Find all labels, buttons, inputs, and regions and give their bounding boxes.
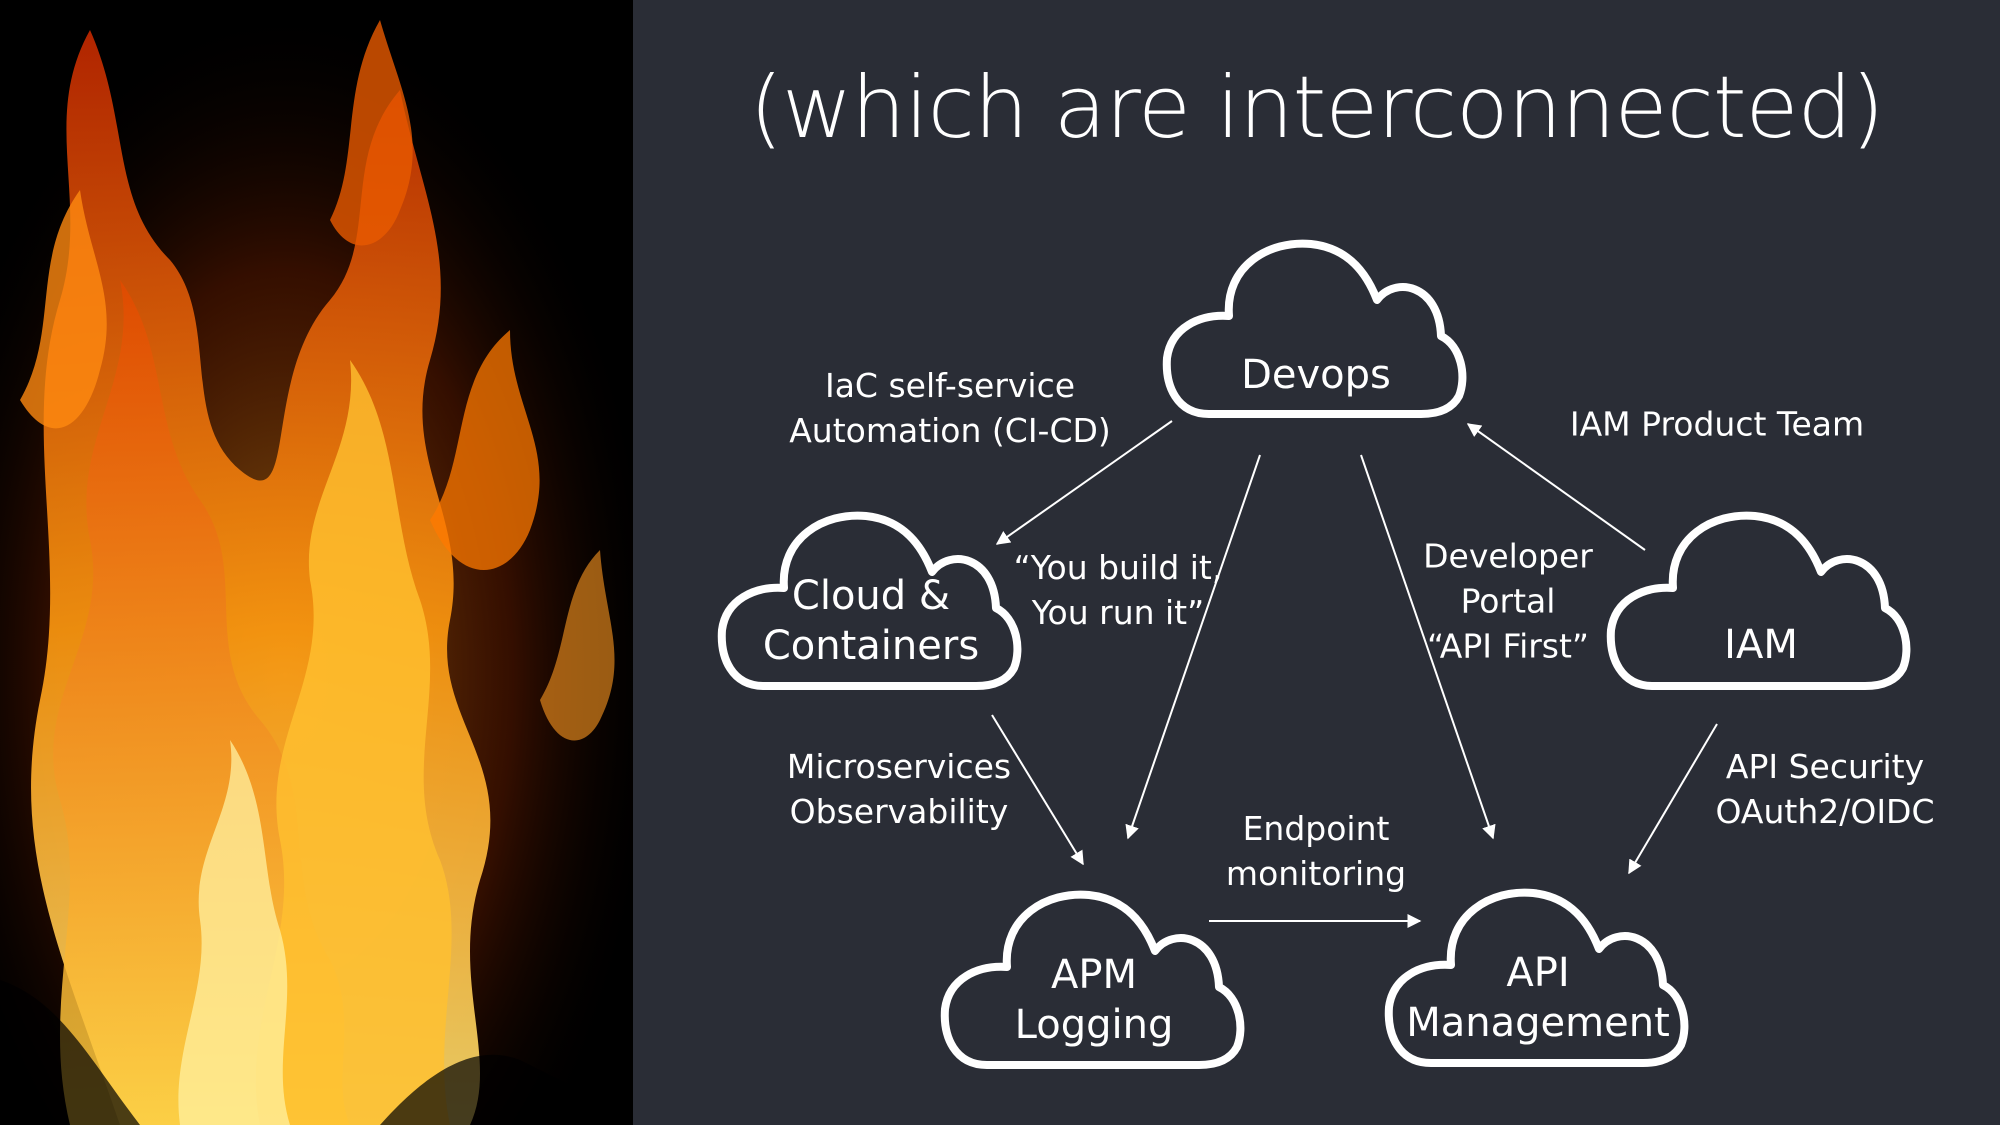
node-cloud-line1: Cloud & bbox=[791, 573, 951, 619]
node-apm-line1: APM bbox=[1050, 952, 1137, 998]
edge-label-devops-apm: “You build it, You run it” bbox=[1014, 545, 1223, 635]
node-cloud-line2: Containers bbox=[762, 623, 980, 669]
edge-cloud-apm-line1: Microservices bbox=[786, 747, 1012, 786]
edge-label-devops-api: Developer Portal “API First” bbox=[1423, 534, 1593, 669]
arrow-cloud-to-apm bbox=[991, 714, 1084, 866]
node-api-line1: API bbox=[1506, 950, 1570, 996]
arrow-devops-to-cloud bbox=[995, 420, 1173, 545]
edge-label-devops-cloud: IaC self-service Automation (CI-CD) bbox=[789, 363, 1111, 453]
cloud-apm-logging bbox=[940, 890, 1245, 1069]
node-label-cloud: Cloud & Containers bbox=[763, 571, 979, 671]
edge-devops-api-line3: “API First” bbox=[1426, 626, 1590, 666]
edge-label-iam-api: API Security OAuth2/OIDC bbox=[1715, 744, 1934, 834]
arrow-iam-to-api bbox=[1628, 723, 1718, 875]
arrow-devops-to-apm bbox=[1125, 454, 1261, 840]
edge-iam-api-line2: OAuth2/OIDC bbox=[1715, 792, 1935, 831]
slide-title: (which are interconnected) bbox=[749, 58, 1884, 158]
edge-label-iam-devops: IAM Product Team bbox=[1570, 402, 1864, 447]
edge-devops-api-line1: Developer bbox=[1423, 536, 1593, 576]
node-devops-line1: Devops bbox=[1241, 352, 1391, 398]
edge-devops-apm-line2: You run it” bbox=[1031, 593, 1205, 632]
node-label-iam: IAM bbox=[1724, 620, 1798, 670]
edge-iam-api-line1: API Security bbox=[1725, 747, 1925, 786]
edge-label-cloud-apm: Microservices Observability bbox=[787, 744, 1011, 834]
edge-cloud-apm-line2: Observability bbox=[789, 792, 1009, 831]
diagram-panel bbox=[633, 0, 2000, 1125]
cloud-api-management bbox=[1384, 888, 1689, 1067]
node-api-line2: Management bbox=[1406, 1000, 1670, 1046]
edge-iam-devops-line1: IAM Product Team bbox=[1569, 404, 1865, 444]
arrow-devops-to-api bbox=[1360, 454, 1496, 840]
edge-devops-api-line2: Portal bbox=[1460, 581, 1556, 621]
edge-label-apm-api: Endpoint monitoring bbox=[1226, 806, 1406, 896]
arrow-iam-to-devops bbox=[1466, 423, 1646, 551]
fire-image bbox=[0, 0, 633, 1125]
node-apm-line2: Logging bbox=[1014, 1002, 1174, 1048]
edge-devops-cloud-line1: IaC self-service bbox=[824, 366, 1076, 405]
node-label-devops: Devops bbox=[1241, 350, 1391, 400]
edge-devops-cloud-line2: Automation (CI-CD) bbox=[789, 411, 1111, 450]
cloud-cloud-containers bbox=[717, 511, 1022, 690]
cloud-devops bbox=[1162, 239, 1467, 418]
edge-apm-api-line1: Endpoint bbox=[1242, 809, 1390, 848]
node-label-api: API Management bbox=[1406, 948, 1670, 1048]
node-iam-line1: IAM bbox=[1724, 622, 1798, 668]
fire-graphic bbox=[0, 0, 633, 1125]
edge-apm-api-line2: monitoring bbox=[1225, 854, 1407, 893]
edge-devops-apm-line1: “You build it, bbox=[1013, 548, 1223, 587]
node-label-apm: APM Logging bbox=[1015, 950, 1174, 1050]
cloud-iam bbox=[1606, 511, 1911, 690]
